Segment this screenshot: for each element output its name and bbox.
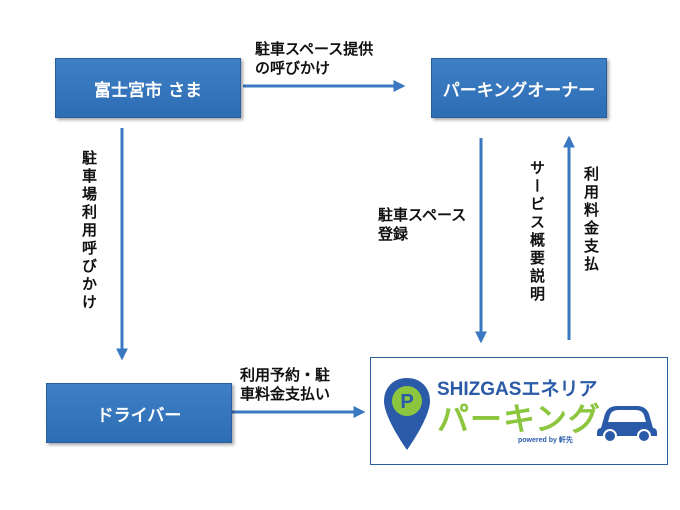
edge-label-owner-to-service: 駐車スペース 登録 [378,206,467,243]
parking-pin-icon: P [384,378,430,450]
node-city-label: 富士宮市 さま [94,80,202,101]
edge-label-service-explain: サービス概要説明 [528,160,546,304]
node-owner-label: パーキングオーナー [442,80,596,101]
node-driver: ドライバー [46,383,232,443]
node-driver-label: ドライバー [96,405,182,426]
edge-label-service-pay: 利用料金支払 [582,166,600,274]
edge-label-city-to-driver: 駐車場利用呼びかけ [80,150,98,312]
edge-label-driver-to-service: 利用予約・駐 車料金支払い [240,366,331,403]
svg-text:P: P [400,391,413,413]
shizgas-parking-logo: P SHIZGASエネリア パーキング powered by 軒先 [370,357,668,465]
edge-label-city-to-owner: 駐車スペース提供 の呼びかけ [255,40,374,77]
logo-brand-text: SHIZGASエネリア [437,379,598,400]
logo-product-text: パーキング [437,400,602,438]
node-city: 富士宮市 さま [55,58,241,118]
car-icon [597,406,657,442]
node-parking-owner: パーキングオーナー [431,58,607,118]
logo-powered-text: powered by 軒先 [518,437,573,444]
